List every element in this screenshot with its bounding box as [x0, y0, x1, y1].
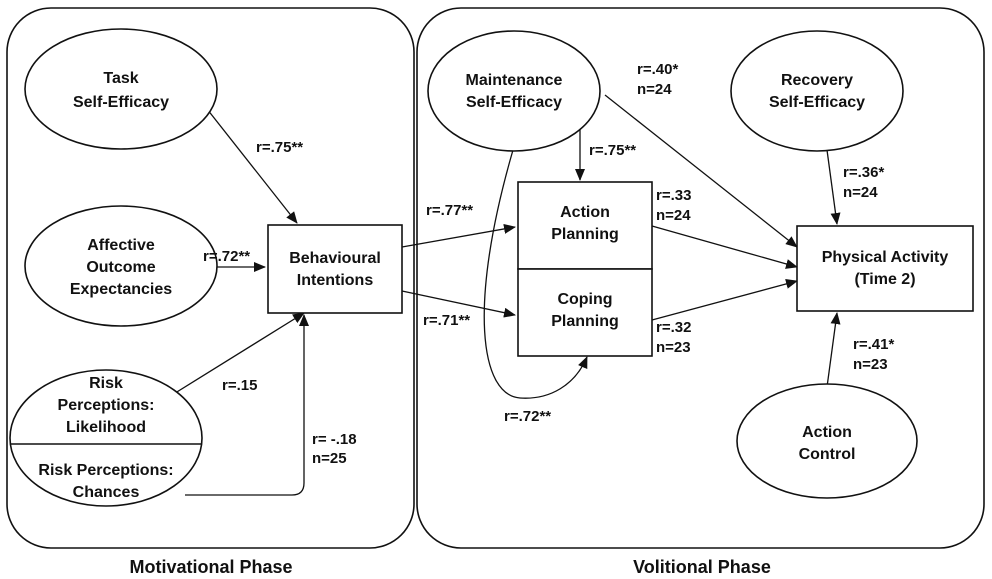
- affective-outcome-label-line: Outcome: [86, 259, 155, 276]
- coef-control-to-pa-line: r=.41*: [853, 336, 894, 353]
- coef-action-to-pa: r=.33 n=24: [656, 187, 691, 224]
- coef-maintenance-to-coping: r=.72**: [504, 408, 551, 425]
- action-control-label-line: Control: [799, 446, 856, 463]
- coef-maintenance-to-action-line: r=.75**: [589, 142, 636, 159]
- coef-intentions-to-coping: r=.71**: [423, 312, 470, 329]
- coef-task-to-intentions-line: r=.75**: [256, 139, 303, 156]
- coef-coping-to-pa-line: r=.32: [656, 319, 691, 336]
- affective-outcome-label-line: Expectancies: [70, 281, 172, 298]
- arrow-action-to-pa: [651, 225, 798, 269]
- action-planning-label-line: Planning: [551, 226, 619, 243]
- physical-activity-label-line: Physical Activity: [822, 249, 949, 266]
- coef-likelihood-to-intentions-line: r=.15: [222, 377, 257, 394]
- coef-control-to-pa: r=.41* n=23: [853, 336, 894, 373]
- arrow-recovery-to-pa: [826, 149, 841, 225]
- motivational-phase-panel: [6, 7, 415, 549]
- action-planning-label-line: Action: [560, 204, 610, 221]
- arrow-chances-to-intentions: [185, 314, 309, 496]
- coef-intentions-to-action: r=.77**: [426, 202, 473, 219]
- behavioural-intentions-label-line: Intentions: [297, 272, 374, 289]
- physical-activity-label-line: (Time 2): [854, 271, 915, 288]
- coef-chances-to-intentions-line: n=25: [312, 450, 347, 467]
- coef-control-to-pa-line: n=23: [853, 356, 888, 373]
- task-self-efficacy-label-line: Task: [103, 70, 138, 87]
- volitional-phase-title: Volitional Phase: [633, 557, 771, 577]
- behavioural-intentions-node: [267, 224, 403, 314]
- arrow-coping-to-pa: [651, 279, 798, 321]
- arrow-task-to-intentions: [195, 94, 298, 224]
- physical-activity-label: Physical Activity (Time 2): [822, 249, 949, 288]
- coping-planning-label-line: Coping: [557, 291, 612, 308]
- arrow-control-to-pa: [826, 312, 841, 388]
- risk-chances-label: Risk Perceptions: Chances: [38, 462, 173, 501]
- maintenance-self-efficacy-node: [427, 30, 601, 152]
- maintenance-self-efficacy-label-line: Maintenance: [466, 72, 563, 89]
- risk-likelihood-label-line: Likelihood: [66, 419, 146, 436]
- risk-perceptions-node: [9, 369, 203, 507]
- coef-maintenance-to-pa-line: n=24: [637, 81, 672, 98]
- action-control-label-line: Action: [802, 424, 852, 441]
- action-planning-node: [517, 181, 653, 270]
- physical-activity-node: [796, 225, 974, 312]
- coping-planning-label-line: Planning: [551, 313, 619, 330]
- coef-chances-to-intentions: r= -.18 n=25: [312, 431, 357, 467]
- behavioural-intentions-label-line: Behavioural: [289, 250, 381, 267]
- coef-recovery-to-pa: r=.36* n=24: [843, 164, 884, 201]
- risk-likelihood-label-line: Perceptions:: [58, 397, 155, 414]
- risk-chances-label-line: Chances: [73, 484, 140, 501]
- coef-maintenance-to-pa-line: r=.40*: [637, 61, 678, 78]
- coef-coping-to-pa-line: n=23: [656, 339, 691, 356]
- coef-coping-to-pa: r=.32 n=23: [656, 319, 691, 356]
- task-self-efficacy-node: [24, 28, 218, 150]
- coef-maintenance-to-coping-line: r=.72**: [504, 408, 551, 425]
- risk-chances-label-line: Risk Perceptions:: [38, 462, 173, 479]
- coef-affective-to-intentions: r=.72**: [203, 248, 250, 265]
- risk-likelihood-label-line: Risk: [89, 375, 123, 392]
- coef-action-to-pa-line: n=24: [656, 207, 691, 224]
- coef-intentions-to-coping-line: r=.71**: [423, 312, 470, 329]
- coef-affective-to-intentions-line: r=.72**: [203, 248, 250, 265]
- affective-outcome-label-line: Affective: [87, 237, 155, 254]
- coping-planning-node: [517, 268, 653, 357]
- coef-recovery-to-pa-line: r=.36*: [843, 164, 884, 181]
- coef-action-to-pa-line: r=.33: [656, 187, 691, 204]
- arrow-intentions-to-action: [401, 223, 516, 248]
- action-control-node: [736, 383, 918, 499]
- arrow-maintenance-to-pa: [604, 94, 798, 248]
- coef-chances-to-intentions-line: r= -.18: [312, 431, 357, 448]
- volitional-phase-panel: [416, 7, 985, 549]
- recovery-self-efficacy-label-line: Self-Efficacy: [769, 94, 865, 111]
- coef-maintenance-to-pa: r=.40* n=24: [637, 61, 678, 98]
- recovery-self-efficacy-node: [730, 30, 904, 152]
- arrow-maintenance-to-coping: [483, 149, 588, 399]
- coef-maintenance-to-action: r=.75**: [589, 142, 636, 159]
- coef-intentions-to-action-line: r=.77**: [426, 202, 473, 219]
- maintenance-self-efficacy-label-line: Self-Efficacy: [466, 94, 562, 111]
- task-self-efficacy-label-line: Self-Efficacy: [73, 94, 169, 111]
- recovery-self-efficacy-label-line: Recovery: [781, 72, 853, 89]
- motivational-phase-title: Motivational Phase: [129, 557, 292, 577]
- affective-outcome-node: [24, 205, 218, 327]
- arrow-likelihood-to-intentions: [171, 312, 305, 396]
- arrow-intentions-to-coping: [401, 290, 516, 318]
- coef-likelihood-to-intentions: r=.15: [222, 377, 257, 394]
- path-arrows: [171, 94, 841, 496]
- coef-task-to-intentions: r=.75**: [256, 139, 303, 156]
- coef-recovery-to-pa-line: n=24: [843, 184, 878, 201]
